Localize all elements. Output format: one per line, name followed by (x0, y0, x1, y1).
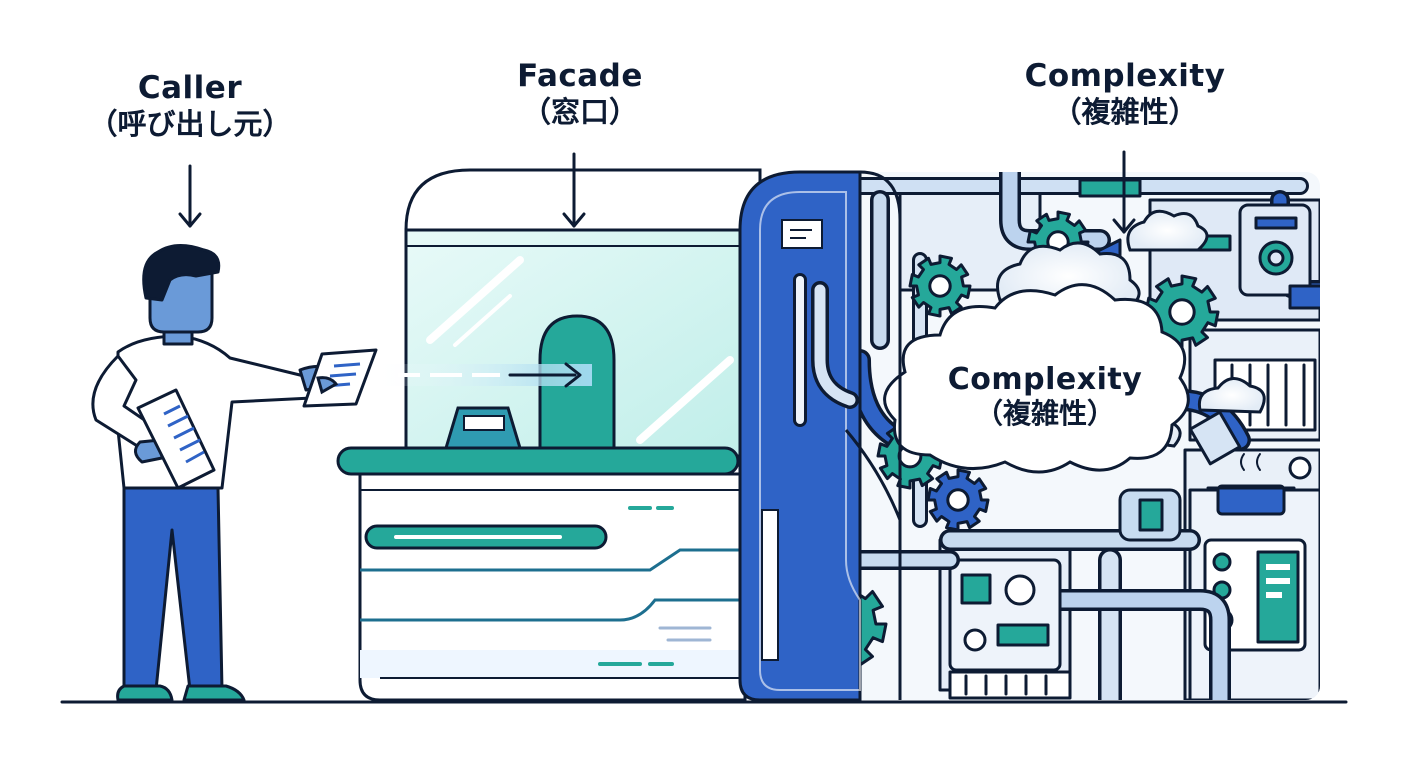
caller-label-en: Caller (137, 70, 243, 106)
caller-label: Caller （呼び出し元） (60, 70, 320, 141)
gear-hub (946, 488, 970, 512)
complexity-label-jp: （複雑性） (1052, 94, 1198, 129)
caller-thumb (316, 376, 339, 395)
arrow-down-icon (1112, 150, 1136, 234)
facade-hood (404, 168, 762, 232)
complexity-label-en: Complexity (1024, 58, 1226, 94)
complexity-cloud (883, 283, 1190, 474)
document-icon (136, 388, 216, 490)
arrow-down-icon (178, 164, 202, 228)
caller-person (91, 244, 332, 702)
gear-hub (1168, 298, 1196, 326)
gear-hub (928, 274, 952, 298)
boundary-pipes (793, 273, 859, 427)
facade-counter (336, 446, 740, 476)
cooking-pot-icon (1206, 453, 1296, 516)
request-flow-arrow (372, 362, 592, 388)
complexity-label: Complexity （複雑性） (960, 58, 1290, 129)
facade-side-panel (738, 170, 862, 702)
arrow-down-icon (562, 152, 586, 228)
facade-label-en: Facade (517, 58, 643, 94)
cloud-label: Complexity （複雑性） (900, 362, 1190, 430)
request-document-icon (302, 348, 378, 408)
facade-label-jp: （窓口） (521, 94, 638, 129)
caller-label-jp: （呼び出し元） (88, 106, 292, 141)
cloud-label-jp: （複雑性） (974, 397, 1115, 431)
facade-label: Facade （窓口） (450, 58, 710, 129)
cloud-label-en: Complexity (947, 362, 1143, 397)
